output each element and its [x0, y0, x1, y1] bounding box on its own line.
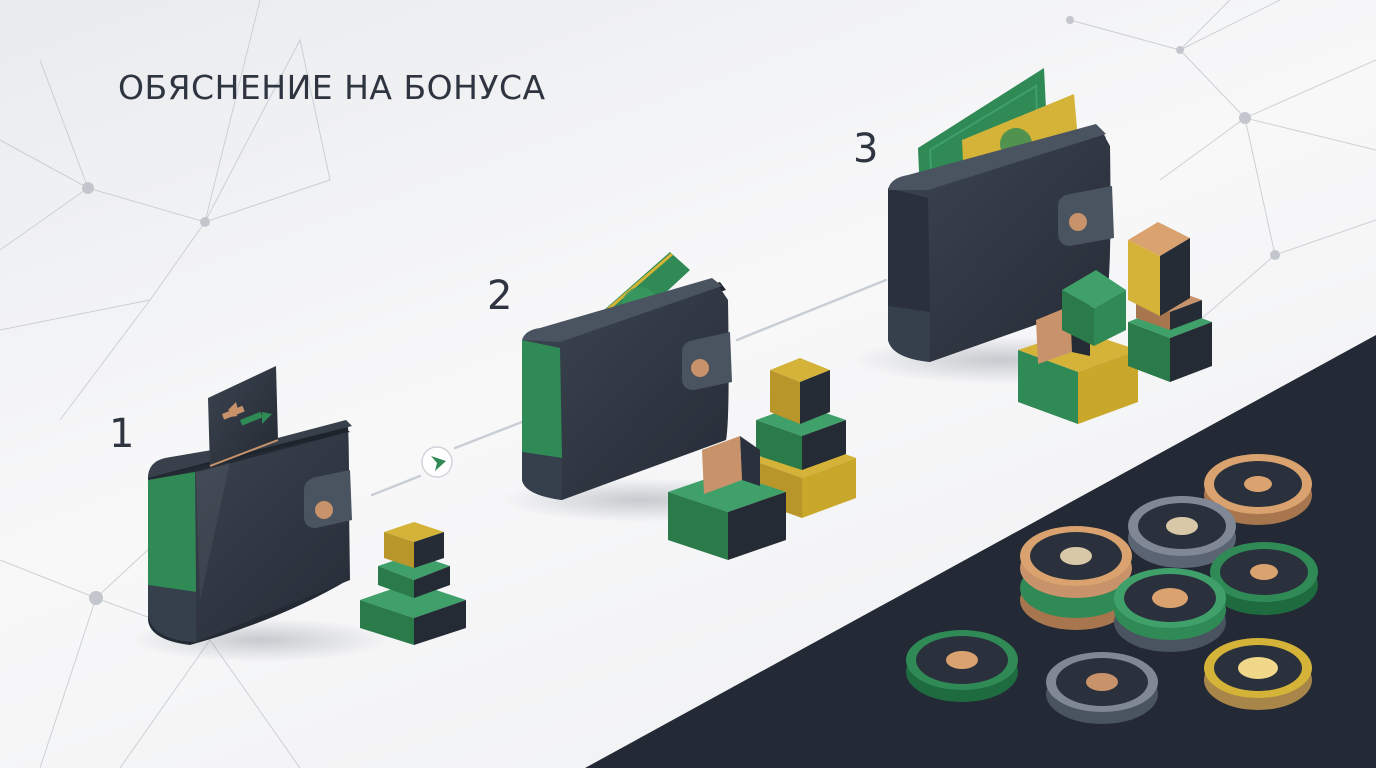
step-number-2: 2 — [487, 273, 513, 319]
wallet-icon-step-1 — [148, 366, 352, 645]
coin-icon — [1210, 542, 1318, 615]
coin-icon — [1204, 454, 1312, 525]
coin-icon — [1020, 526, 1132, 630]
progress-arrow-icon — [421, 446, 453, 478]
bonus-blocks-step-1 — [360, 522, 466, 645]
wallet-icon-step-3 — [888, 68, 1114, 362]
bonus-coins — [906, 454, 1318, 724]
background-network-nodes — [82, 16, 1280, 605]
coin-icon — [906, 630, 1018, 702]
bonus-blocks-step-3 — [1018, 222, 1212, 424]
coin-icon — [1114, 568, 1226, 652]
progress-path — [370, 278, 888, 497]
coin-icon — [1046, 652, 1158, 724]
step-number-3: 3 — [853, 126, 879, 172]
step-number-1: 1 — [109, 411, 135, 457]
page-title: ОБЯСНЕНИЕ НА БОНУСА — [118, 68, 546, 107]
wallet-icon-step-2 — [522, 252, 732, 500]
card-icon — [208, 366, 279, 468]
coin-icon — [1204, 638, 1312, 710]
bonus-blocks-step-2 — [668, 358, 856, 560]
coin-icon — [1128, 496, 1236, 568]
dark-diagonal-band — [585, 335, 1376, 768]
